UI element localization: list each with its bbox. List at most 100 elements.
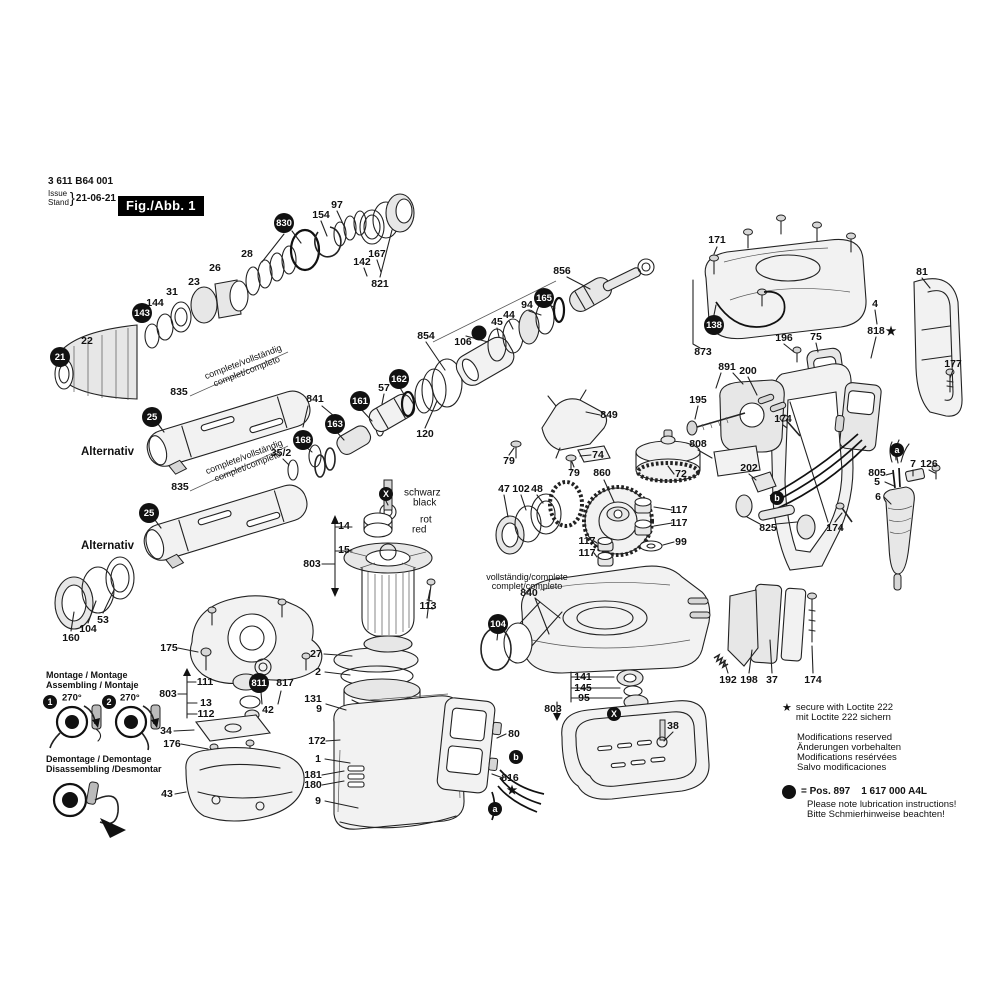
part-badge-138: 138 [704, 315, 724, 335]
modifications-fr: Modifications resérvées [797, 751, 897, 763]
issue-date: 21-06-21 [75, 193, 116, 204]
part-label-94: 94 [521, 299, 533, 311]
part-label-13: 13 [200, 697, 212, 709]
part-badge-a: a [488, 802, 502, 816]
part-label-195: 195 [689, 394, 707, 406]
annotation-text: Alternativ [81, 446, 135, 458]
part-badge-830: 830 [274, 213, 294, 233]
part-label-200: 200 [739, 365, 757, 377]
part-label-805: 805 [868, 467, 886, 479]
part-label-860: 860 [593, 467, 611, 479]
part-label-172: 172 [308, 735, 326, 747]
part-badge-168: 168 [293, 430, 313, 450]
part-label-131: 131 [304, 693, 322, 705]
part-badge-25: 25 [142, 407, 162, 427]
loctite-note-de: mit Loctite 222 sichern [795, 711, 891, 723]
lubrication-dot-icon [782, 785, 796, 800]
part-label-80: 80 [508, 728, 520, 740]
part-label-47: 47 [498, 483, 510, 495]
part-label-818: 818 [867, 325, 885, 337]
front-rings-drawing [55, 557, 134, 631]
ring-chain-drawing [145, 194, 414, 348]
annotation-text: Disassembling /Desmontar [46, 764, 162, 774]
part-label-1: 1 [315, 753, 321, 765]
part-label-181: 181 [304, 769, 322, 781]
part-label-176: 176 [163, 738, 181, 750]
pos-897-note: = Pos. 897 1 617 000 A4L [782, 785, 992, 800]
montage-inset-drawing [50, 705, 160, 750]
part-label-57: 57 [378, 382, 390, 394]
part-label-104: 104 [79, 623, 97, 635]
modifications-de: Änderungen vorbehalten [797, 742, 902, 754]
part-label-117: 117 [578, 535, 596, 547]
brace-glyph: } [69, 190, 75, 207]
part-label-873: 873 [694, 346, 712, 358]
loctite-star-icon: ★ [506, 783, 518, 797]
annotation-text: 270° [120, 692, 140, 704]
annotation-text: Montage / Montage [46, 670, 128, 680]
annotation-text: complet/completo [491, 581, 563, 591]
annotation-text: Demontage / Demontage [46, 754, 152, 764]
rings-47-102-48 [496, 482, 582, 554]
stator-and-housing-drawing [322, 501, 464, 829]
loctite-star-icon: ★ [885, 324, 897, 338]
screws [201, 599, 310, 670]
lubrication-en: Please note lubrication instructions! [807, 799, 957, 811]
brush-holder-drawing [436, 697, 503, 795]
document-number: 3 611 B64 001 [48, 176, 114, 187]
modifications-note: Modifications reserved Änderungen vorbeh… [797, 733, 992, 772]
part-label-174: 174 [774, 413, 792, 425]
part-label-171: 171 [708, 234, 726, 246]
part-badge-163: 163 [325, 414, 345, 434]
figure-label: Fig./Abb. 1 [118, 196, 204, 216]
part-label-808: 808 [689, 438, 707, 450]
part-label-120: 120 [416, 428, 434, 440]
motor-wires-drawing [492, 734, 544, 820]
annotation-text: vollständig/complete [486, 572, 568, 582]
lubrication-de: Bitte Schmierhinweise beachten! [807, 808, 945, 820]
part-label-160: 160 [62, 632, 80, 644]
part-badge-162: 162 [389, 369, 409, 389]
part-label-97: 97 [331, 199, 343, 211]
part-label-803: 803 [159, 688, 177, 700]
part-label-112: 112 [197, 708, 215, 720]
gearcase-drawing [178, 596, 322, 720]
part-label-198: 198 [740, 674, 758, 686]
part-label-79: 79 [568, 467, 580, 479]
part-badge-X: X [379, 487, 393, 501]
part-label-803: 803 [544, 703, 562, 715]
part-badge-a: a [890, 443, 904, 457]
part-badge-143: 143 [132, 303, 152, 323]
motor-cover-drawing [693, 215, 866, 348]
part-label-31: 31 [166, 286, 178, 298]
part-label-34: 34 [160, 725, 172, 737]
part-label-37: 37 [766, 674, 778, 686]
modifications-en: Modifications reserved [797, 732, 893, 744]
part-label-48: 48 [531, 483, 543, 495]
part-label-174: 174 [826, 522, 844, 534]
side-handle-mount-drawing [714, 584, 817, 673]
part-label-174: 174 [804, 674, 822, 686]
part-label-79: 79 [503, 455, 515, 467]
hammer-tube-row-drawing [303, 259, 654, 477]
annotation-text: black [413, 497, 437, 509]
part-label-202: 202 [740, 462, 758, 474]
part-label-14: 14 [338, 520, 350, 532]
part-badge-2: 2 [102, 695, 116, 709]
part-label-102: 102 [512, 483, 530, 495]
part-badge-25: 25 [139, 503, 159, 523]
part-label-42: 42 [262, 704, 274, 716]
part-badge-b: b [770, 491, 784, 505]
part-label-113: 113 [419, 600, 437, 612]
part-label-111: 111 [196, 676, 214, 688]
part-label-144: 144 [146, 297, 164, 309]
part-label-835: 835 [170, 386, 188, 398]
part-label-126: 126 [920, 458, 938, 470]
part-label-75: 75 [810, 331, 822, 343]
modifications-es: Salvo modificaciones [797, 761, 887, 773]
part-label-175: 175 [160, 642, 178, 654]
part-label-821: 821 [371, 278, 389, 290]
part-label-106: 106 [454, 336, 472, 348]
